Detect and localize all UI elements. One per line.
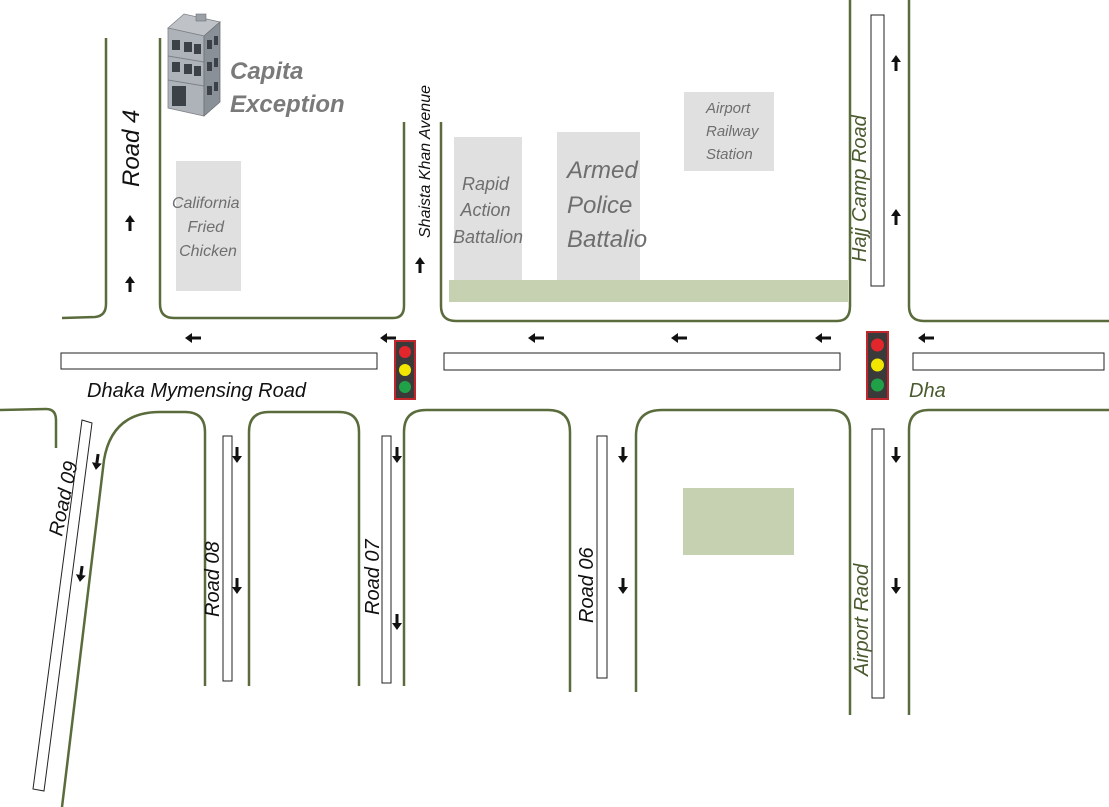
median-airport-road [871,428,885,699]
road-edge-southeast [907,408,1109,715]
cfc-line-3: Chicken [179,243,237,260]
arrow-down-icon [232,578,242,594]
main-road-east-label: Dha [909,380,946,402]
station-line-3: Station [706,146,753,163]
road-edge-block-b [247,410,361,686]
road4-label: Road 4 [118,110,145,187]
median-main-west [60,352,378,370]
median-hajj-road [870,14,885,287]
arrow-up-icon [891,55,901,71]
arrow-down-icon [891,578,901,594]
arrow-left-icon [671,333,687,343]
apb-line-1: Armed [565,157,638,184]
arrow-left-icon [918,333,934,343]
cfc-label: California Fried Chicken [172,195,244,260]
median-main-east [912,352,1105,371]
apb-line-3: Battalio [567,226,647,253]
arrow-down-icon [618,578,628,594]
arrow-down-icon [392,447,402,463]
cfc-line-2: Fried [188,219,226,236]
arrow-down-icon [392,614,402,630]
rab-line-3: Battalion [453,227,523,247]
arrow-up-icon [415,257,425,273]
median-main-middle [443,352,841,371]
green-area [683,488,794,555]
arrow-down-icon [74,565,88,583]
arrow-left-icon [380,333,396,343]
arrow-up-icon [125,215,135,231]
arrow-down-icon [891,447,901,463]
apb-line-2: Police [567,192,632,219]
road08-label: Road 08 [202,541,224,617]
road-edge-block-a [60,410,207,807]
arrow-left-icon [815,333,831,343]
road-edge-capita-block [158,38,406,320]
median-road08 [222,435,233,682]
station-line-2: Railway [706,123,760,140]
rab-line-1: Rapid [462,174,510,194]
traffic-light-icon [394,340,416,400]
capita-line-1: Capita [230,58,303,85]
station-block [684,92,774,171]
medians [32,14,1105,792]
traffic-light-icon [866,331,889,400]
arrow-down-icon [232,447,242,463]
airport-road-label: Airport Raod [851,563,873,677]
median-road07 [381,435,392,684]
road-edge-apbn-block [439,0,852,323]
median-road09 [32,419,93,792]
apb-block [557,132,640,280]
green-strip [449,280,848,302]
road-edge-northeast [907,0,1109,323]
shaista-label: Shaista Khan Avenue [417,85,434,238]
station-line-1: Airport [705,100,751,117]
rab-block [454,137,522,282]
main-road-label: Dhaka Mymensing Road [87,380,307,402]
arrow-down-icon [90,453,104,471]
capita-line-2: Exception [230,91,345,118]
road-edge-road4-west [61,38,108,320]
road07-label: Road 07 [362,539,384,615]
arrow-left-icon [528,333,544,343]
rab-label: Rapid Action Battalion [453,174,523,247]
cfc-line-1: California [172,195,240,212]
road-edge-block-c [402,408,572,692]
road-edge-southwest [0,407,58,448]
arrow-down-icon [618,447,628,463]
place-blocks [176,92,848,555]
capita-label: Capita Exception [230,58,345,118]
arrow-left-icon [185,333,201,343]
arrow-up-icon [891,209,901,225]
station-label: Airport Railway Station [705,100,763,163]
building-icon [167,13,221,117]
rab-line-2: Action [459,200,510,220]
arrow-up-icon [125,276,135,292]
apb-label: Armed Police Battalio [565,157,647,253]
median-road06 [596,435,608,679]
hajj-road-label: Hajj Camp Road [849,114,871,262]
road06-label: Road 06 [576,547,598,623]
road-edge-block-d [634,408,852,715]
cfc-block [176,161,241,291]
